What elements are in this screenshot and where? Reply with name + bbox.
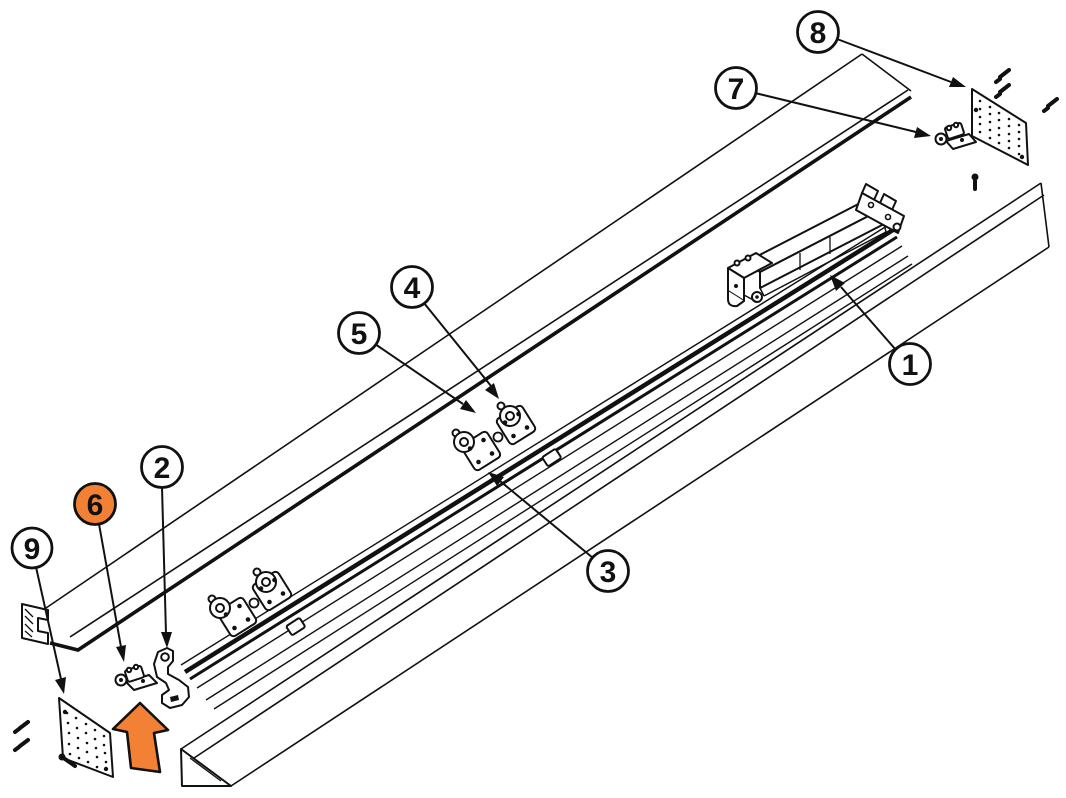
damper-end-plate (855, 183, 905, 234)
screw (13, 720, 30, 734)
callout-2: 2 (140, 445, 184, 648)
callout-6: 6 (73, 482, 126, 662)
callout-label: 1 (902, 349, 919, 382)
cover-plate-left (58, 697, 114, 778)
callout-circle (714, 66, 758, 110)
callout-leader (98, 523, 122, 648)
screw (1042, 97, 1059, 113)
track-end-profile (21, 603, 49, 645)
top-track (21, 53, 912, 652)
callout-4: 4 (390, 265, 499, 399)
callout-leader (754, 92, 917, 133)
trigger-bracket (934, 121, 977, 150)
callout-circle (10, 526, 54, 570)
callout-circle (337, 311, 381, 355)
callout-leader (840, 286, 897, 351)
callout-circle (586, 549, 630, 593)
callout-circle (888, 342, 932, 386)
carriage-assembly-left (207, 567, 293, 638)
direction-arrow (111, 701, 170, 774)
end-stop-bracket (153, 647, 190, 709)
damper-front-bracket (727, 252, 773, 308)
rail-clip (541, 448, 562, 467)
callout-5: 5 (337, 311, 476, 413)
callout-leader (499, 480, 594, 559)
fascia-end-cap (180, 748, 232, 787)
callout-leader (423, 302, 492, 387)
callout-circle-highlighted (73, 482, 117, 526)
carriage-assembly-middle (451, 401, 537, 472)
callout-label: 4 (404, 272, 421, 305)
screw (13, 738, 30, 752)
callout-label: 2 (154, 452, 171, 485)
screw (58, 753, 77, 768)
callout-label: 5 (351, 318, 368, 351)
callout-label: 8 (810, 17, 827, 50)
running-rail (180, 223, 913, 710)
guide-bracket (114, 663, 158, 691)
damper-unit (727, 183, 905, 308)
cover-plate-right (971, 88, 1029, 166)
callout-leader (374, 343, 464, 405)
callout-1: 1 (830, 275, 932, 386)
callout-3: 3 (488, 472, 630, 593)
screw (994, 83, 1011, 99)
callout-9: 9 (10, 526, 66, 694)
callout-leader (161, 486, 167, 635)
mounting-screws-right (971, 68, 1059, 191)
callout-label: 3 (600, 556, 617, 589)
callout-circle (140, 445, 184, 489)
callout-leader (836, 38, 952, 83)
callout-8: 8 (796, 10, 966, 87)
callout-label: 6 (87, 489, 104, 522)
callout-label: 7 (728, 73, 745, 106)
rail-clip (285, 617, 306, 636)
callout-circle (390, 265, 434, 309)
screw (994, 68, 1011, 84)
screw (971, 173, 979, 191)
callout-label: 9 (24, 533, 41, 566)
callout-leader (35, 566, 62, 680)
mounting-screws-left (13, 720, 77, 768)
fascia-profile (180, 182, 1050, 787)
callout-7: 7 (714, 66, 931, 138)
callout-circle (796, 10, 840, 54)
